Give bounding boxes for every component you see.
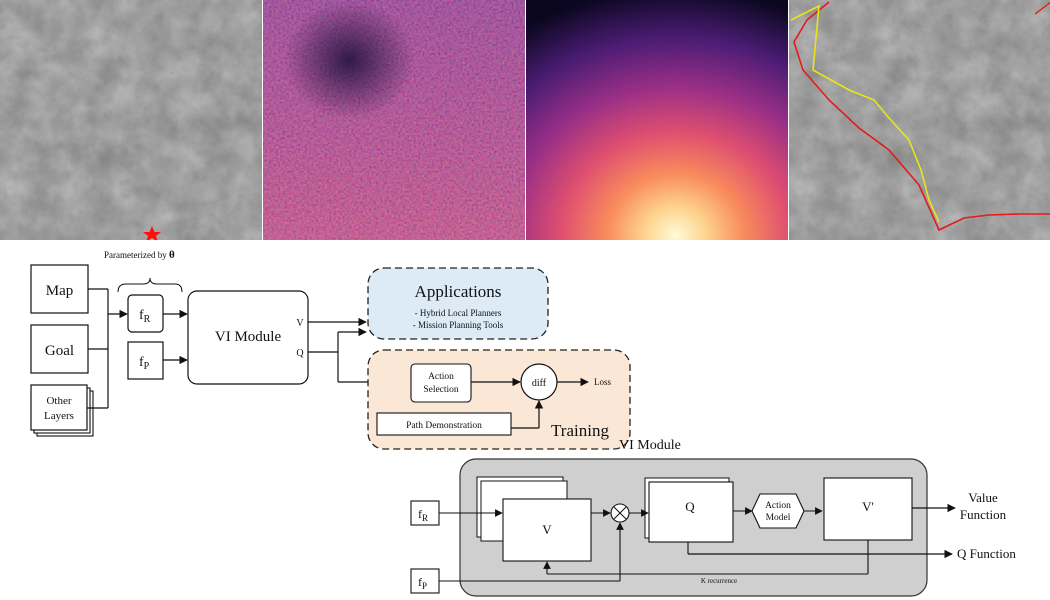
planned-path-panel xyxy=(789,0,1050,240)
applications-title: Applications xyxy=(415,282,502,301)
cost-map-panel xyxy=(263,0,525,240)
parameterized-label: Parameterized by θ xyxy=(104,249,175,261)
learned-path xyxy=(790,4,940,223)
value-function-line2: Function xyxy=(960,507,1007,522)
vi-detail-fp: fP xyxy=(418,575,427,591)
map-input: Map xyxy=(46,283,74,299)
applications-item-2: - Mission Planning Tools xyxy=(413,320,504,330)
action-selection-line2: Selection xyxy=(423,385,459,395)
v-prime-block: V' xyxy=(862,499,874,514)
fp-block: fP xyxy=(139,355,150,372)
k-recurrence-label: K recurrence xyxy=(701,577,737,585)
terrain-image-panel xyxy=(0,0,262,240)
architecture-diagram: Parameterized by θ Map Goal Other Layers… xyxy=(30,249,1016,597)
vi-detail-fr: fR xyxy=(418,507,428,523)
fr-block: fR xyxy=(139,308,151,325)
action-model-block xyxy=(751,493,805,529)
q-port: Q xyxy=(296,348,304,359)
demonstration-path xyxy=(793,1,1050,232)
v-port: V xyxy=(296,318,304,329)
q-function-label: Q Function xyxy=(957,546,1016,561)
parameter-brace xyxy=(117,277,183,293)
vi-module-block: VI Module xyxy=(215,329,282,345)
applications-box xyxy=(367,267,549,340)
action-model-line1: Action xyxy=(765,501,791,511)
other-layers-input-line1: Other xyxy=(46,395,71,407)
other-layers-input-line2: Layers xyxy=(44,410,74,422)
goal-input: Goal xyxy=(45,343,74,359)
start-marker xyxy=(143,226,161,240)
action-selection-line1: Action xyxy=(428,372,454,382)
training-title: Training xyxy=(551,421,609,440)
value-map-panel xyxy=(526,0,788,240)
path-demonstration-block: Path Demonstration xyxy=(406,421,482,431)
loss-label: Loss xyxy=(594,377,612,387)
diff-node: diff xyxy=(532,378,547,389)
applications-item-1: - Hybrid Local Planners xyxy=(415,308,502,318)
q-block: Q xyxy=(685,499,695,514)
value-function-line1: Value xyxy=(968,490,998,505)
action-model-line2: Model xyxy=(766,513,791,523)
v-block: V xyxy=(542,522,552,537)
vi-detail-title: VI Module xyxy=(619,438,681,453)
